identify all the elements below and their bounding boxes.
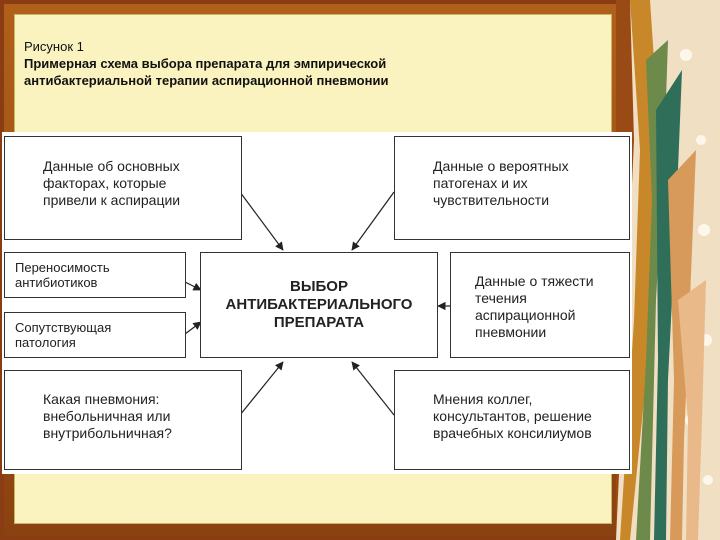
arrow-from-left-lower bbox=[184, 321, 202, 335]
figure-title-line-1: Примерная схема выбора препарата для эмп… bbox=[24, 56, 387, 71]
arrow-from-bottom-left bbox=[239, 361, 284, 416]
factors-box: Данные об основных факторах, которые при… bbox=[4, 136, 242, 240]
severity-box: Данные о тяжести течения аспирационной п… bbox=[450, 252, 630, 358]
diagram-panel: Данные об основных факторах, которые при… bbox=[2, 132, 632, 474]
arrow-from-left-upper bbox=[184, 281, 202, 291]
pathogens-box: Данные о вероятных патогенах и их чувств… bbox=[394, 136, 630, 240]
pneumonia-type-box: Какая пневмония: внебольничная или внутр… bbox=[4, 370, 242, 470]
figure-caption: Рисунок 1 Примерная схема выбора препара… bbox=[24, 38, 388, 89]
diagram-arrows bbox=[184, 191, 450, 416]
comorbidity-box: Сопутствующая патология bbox=[4, 312, 186, 358]
decorative-side-panel bbox=[616, 0, 720, 540]
figure-title-line-2: антибактериальной терапии аспирационной … bbox=[24, 73, 389, 88]
arrow-from-bottom-right bbox=[351, 361, 395, 416]
antibiotic-tolerance-box: Переносимость антибиотиков bbox=[4, 252, 186, 298]
antibacterial-choice-box: ВЫБОР АНТИБАКТЕРИАЛЬНОГО ПРЕПАРАТА bbox=[200, 252, 438, 358]
arrow-from-top-right bbox=[351, 191, 395, 251]
colleague-opinions-box: Мнения коллег, консультантов, решение вр… bbox=[394, 370, 630, 470]
figure-number: Рисунок 1 bbox=[24, 39, 84, 54]
arrow-from-top-left bbox=[239, 191, 284, 251]
